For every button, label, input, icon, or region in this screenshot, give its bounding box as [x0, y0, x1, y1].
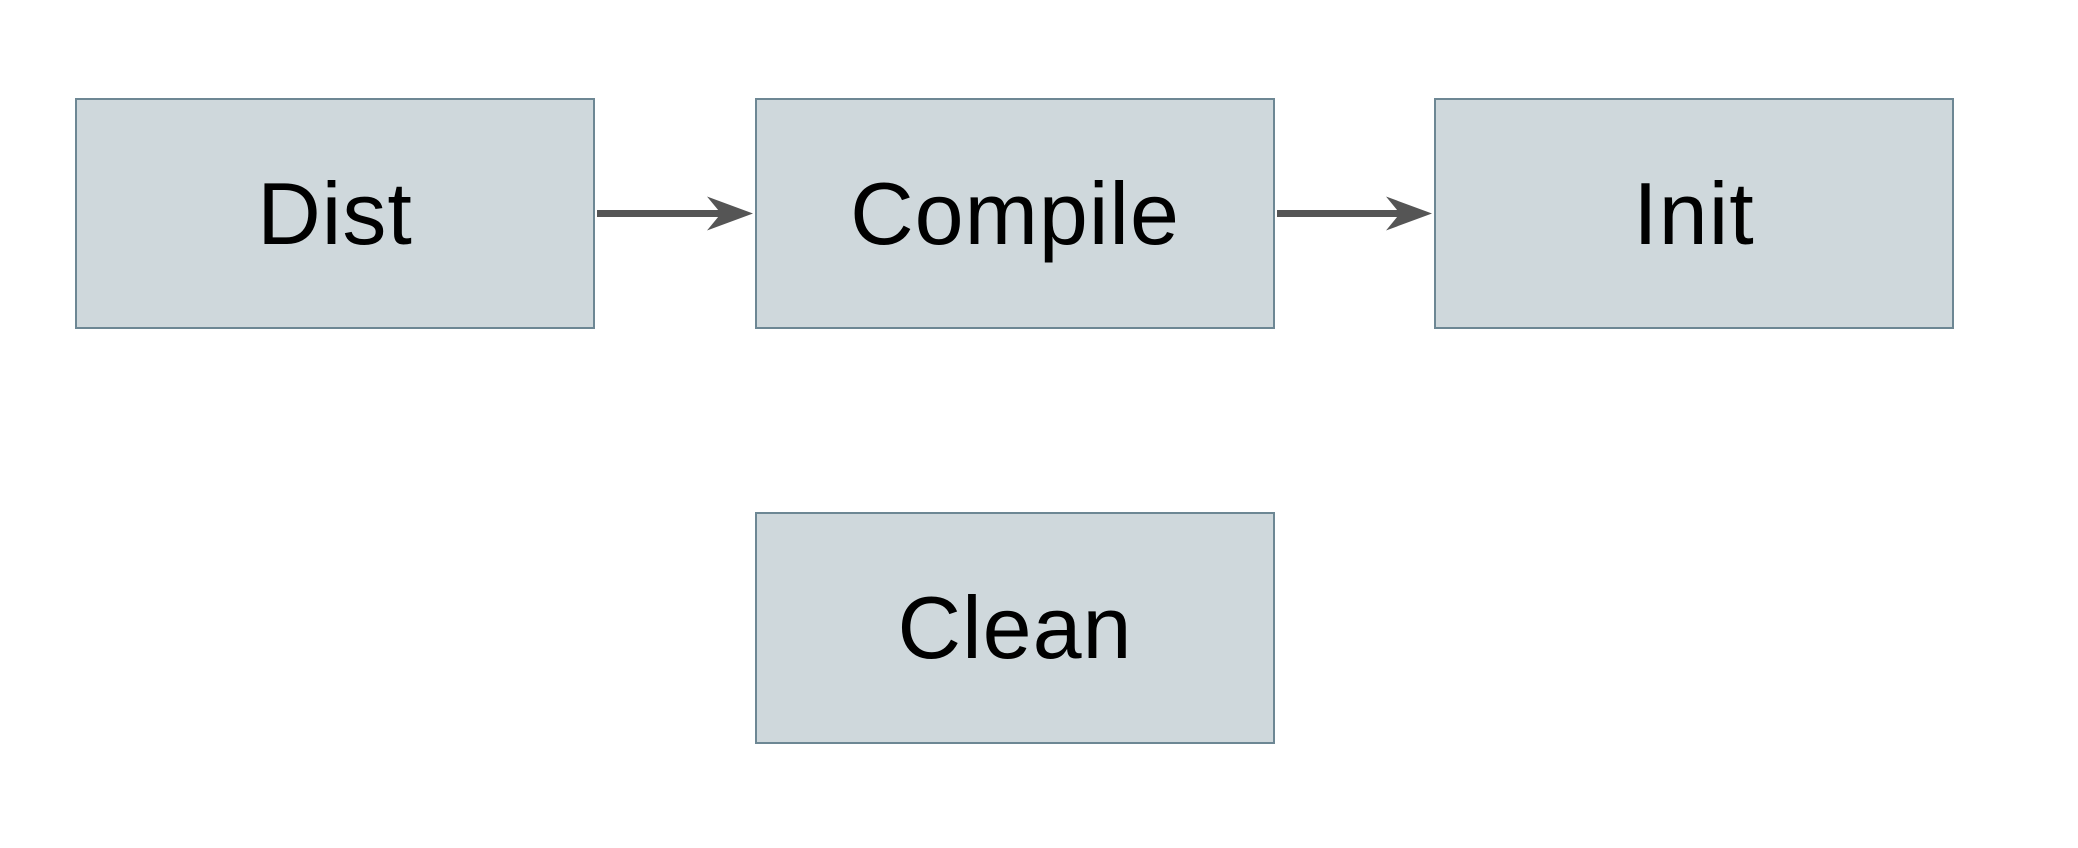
node-compile-label: Compile — [850, 163, 1180, 263]
arrow-dist-to-compile — [597, 196, 753, 231]
node-init: Init — [1434, 98, 1954, 329]
node-clean: Clean — [755, 512, 1275, 744]
node-clean-label: Clean — [897, 578, 1133, 677]
node-init-label: Init — [1633, 163, 1755, 263]
node-compile: Compile — [755, 98, 1275, 329]
arrow-compile-to-init — [1277, 196, 1432, 231]
node-dist-label: Dist — [257, 163, 413, 263]
node-dist: Dist — [75, 98, 595, 329]
